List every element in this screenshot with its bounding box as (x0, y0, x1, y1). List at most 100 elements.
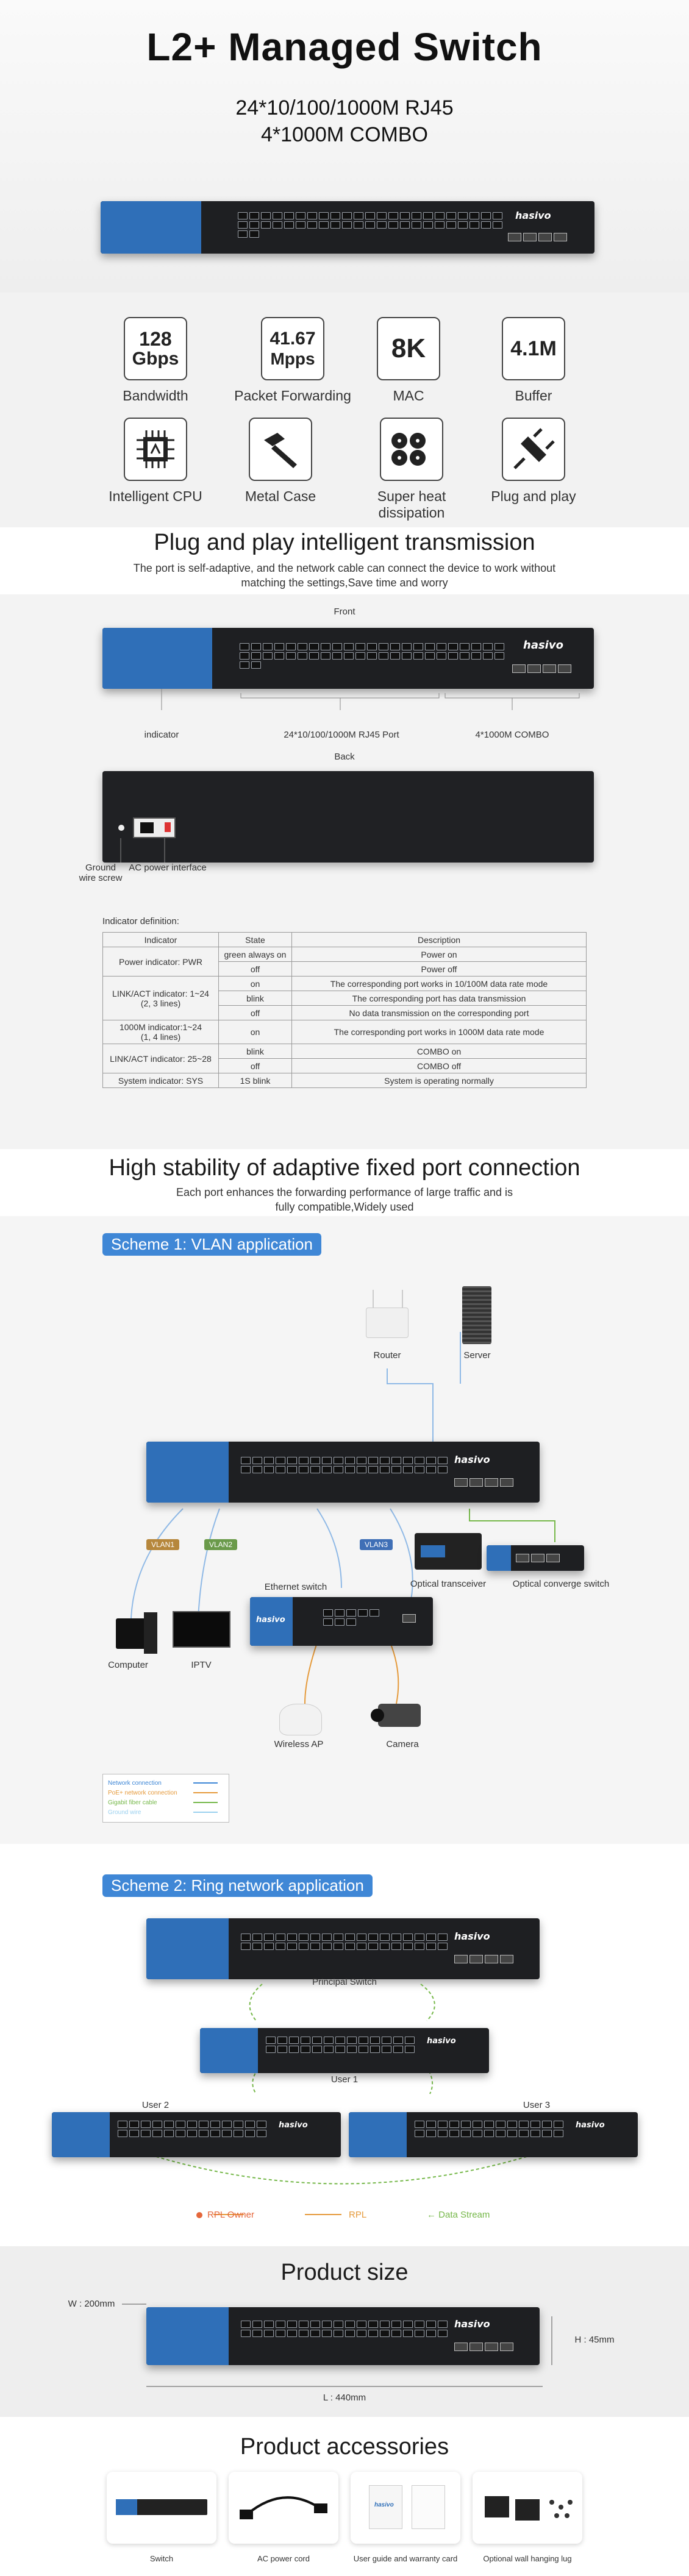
rpl-owner-legend: RPL Owner (196, 2210, 254, 2220)
indicator-name-cell: Power indicator: PWR (102, 947, 219, 977)
legend: Network connection PoE+ network connecti… (102, 1774, 229, 1823)
brand-logo: hasivo (523, 639, 563, 652)
user3-label: User 3 (523, 2100, 551, 2110)
camera-label: Camera (386, 1739, 419, 1749)
computer-label: Computer (108, 1660, 148, 1670)
camera-image (371, 1704, 421, 1727)
feature-metal-case: Metal Case (232, 418, 329, 505)
spec-buffer: 4.1M Buffer (485, 317, 582, 404)
wireless-ap-image (279, 1704, 322, 1735)
spec-mac: 8K MAC (360, 317, 457, 404)
user2-switch-image: hasivo (52, 2112, 341, 2157)
vlan2-tag: VLAN2 (204, 1539, 238, 1550)
feature-caption: Intelligent CPU (109, 488, 202, 504)
optical-converge-label: Optical converge switch (512, 1579, 610, 1589)
plug-desc-line2: matching the settings,Save time and worr… (241, 577, 448, 589)
rpl-legend: RPL (349, 2210, 367, 2220)
description-cell: Power on (291, 947, 587, 962)
power-cord-icon (240, 2496, 327, 2519)
hero-switch-image: hasivo (101, 201, 594, 254)
description-cell: The corresponding port works in 10/100M … (291, 976, 587, 991)
spec-value: 8K (391, 333, 426, 363)
accessory-caption: User guide and warranty card (353, 2554, 458, 2563)
spec-caption: Buffer (515, 388, 552, 404)
accessories-title: Product accessories (240, 2434, 449, 2460)
server-image (462, 1286, 491, 1344)
data-stream-legend: ← Data Stream (427, 2210, 490, 2220)
description-cell: System is operating normally (291, 1073, 587, 1088)
feature-heat-dissipation: Super heat dissipation (351, 418, 473, 521)
state-cell: green always on (218, 947, 292, 962)
scheme1-title: Scheme 1: VLAN application (102, 1233, 321, 1256)
wireless-ap-label: Wireless AP (274, 1739, 324, 1749)
core-switch-image: hasivo (146, 1442, 540, 1503)
fan-icon (391, 433, 426, 466)
state-cell: off (218, 961, 292, 977)
ethernet-switch-label: Ethernet switch (264, 1582, 327, 1592)
indicator-name-cell: LINK/ACT indicator: 1~24 (2, 3 lines) (102, 976, 219, 1020)
accessories-section: Product accessories hasivo Switch AC pow… (0, 2417, 689, 2576)
state-cell: blink (218, 1044, 292, 1059)
state-cell: 1S blink (218, 1073, 292, 1088)
spec-value: 128 (139, 328, 172, 350)
description-cell: The corresponding port works in 1000M da… (291, 1020, 587, 1044)
user2-label: User 2 (141, 2100, 170, 2110)
back-callout-lines (120, 838, 165, 863)
scheme2-title: Scheme 2: Ring network application (102, 1874, 373, 1897)
description-cell: COMBO off (291, 1058, 587, 1073)
indicator-table: Indicator State Description Power indica… (102, 932, 587, 1088)
back-switch-image (102, 771, 594, 863)
state-cell: off (218, 1005, 292, 1020)
indicator-label: indicator (144, 730, 179, 740)
front-label: Front (334, 607, 355, 617)
wall-bracket-icon (485, 2496, 573, 2521)
brand-logo: hasivo (279, 2121, 308, 2130)
optical-transceiver-label: Optical transceiver (410, 1579, 487, 1589)
ethernet-switch-image: hasivo (250, 1597, 433, 1646)
back-label: Back (334, 752, 355, 762)
computer-tower (144, 1612, 157, 1654)
rj45-port-label: 24*10/100/1000M RJ45 Port (284, 730, 399, 740)
brand-logo: hasivo (454, 2318, 490, 2330)
indicator-name-cell: LINK/ACT indicator: 25~28 (102, 1044, 219, 1073)
size-section: Product size W : 200mm hasivo H : 45mm L… (0, 2246, 689, 2417)
state-cell: on (218, 976, 292, 991)
hero-combo-spec: 4*1000M COMBO (261, 123, 428, 146)
front-callout-lines (161, 689, 580, 710)
spec-caption: MAC (393, 388, 424, 404)
indicator-name-cell: 1000M indicator:1~24 (1, 4 lines) (102, 1020, 219, 1044)
plug-icon (513, 428, 555, 469)
accessory-power-cord-card (229, 2472, 338, 2544)
principal-switch-label: Principal Switch (312, 1977, 377, 1987)
state-cell: blink (218, 991, 292, 1006)
description-cell: COMBO on (291, 1044, 587, 1059)
scheme1-section: Scheme 1: VLAN application Router Server… (0, 1216, 689, 1844)
front-switch-image: hasivo (102, 628, 594, 689)
vlan1-tag: VLAN1 (146, 1539, 180, 1550)
accessory-user-guide-card: hasivo (351, 2472, 460, 2544)
accessory-wall-lug-card (473, 2472, 582, 2544)
spec-value: 41.67 (270, 329, 316, 349)
feature-cpu: Intelligent CPU (107, 418, 204, 505)
iptv-image (173, 1611, 230, 1648)
description-cell: No data transmission on the correspondin… (291, 1005, 587, 1020)
brand-logo: hasivo (576, 2121, 605, 2130)
hero-title: L2+ Managed Switch (146, 25, 543, 69)
height-label: H : 45mm (574, 2335, 615, 2345)
cpu-icon (137, 430, 174, 468)
brand-logo: hasivo (454, 1454, 490, 1465)
front-back-section: Front hasivo indicator 24*10/100/1000M R… (0, 594, 689, 1149)
size-title: Product size (280, 2260, 409, 2285)
accessory-switch-card (107, 2472, 216, 2544)
accessory-caption: Switch (149, 2554, 174, 2563)
hero-port-spec: 24*10/100/1000M RJ45 (235, 96, 454, 119)
rpl-owner-dot-icon (196, 2211, 202, 2218)
brand-logo: hasivo (515, 210, 551, 221)
legend-item: Ground wire (108, 1807, 224, 1817)
